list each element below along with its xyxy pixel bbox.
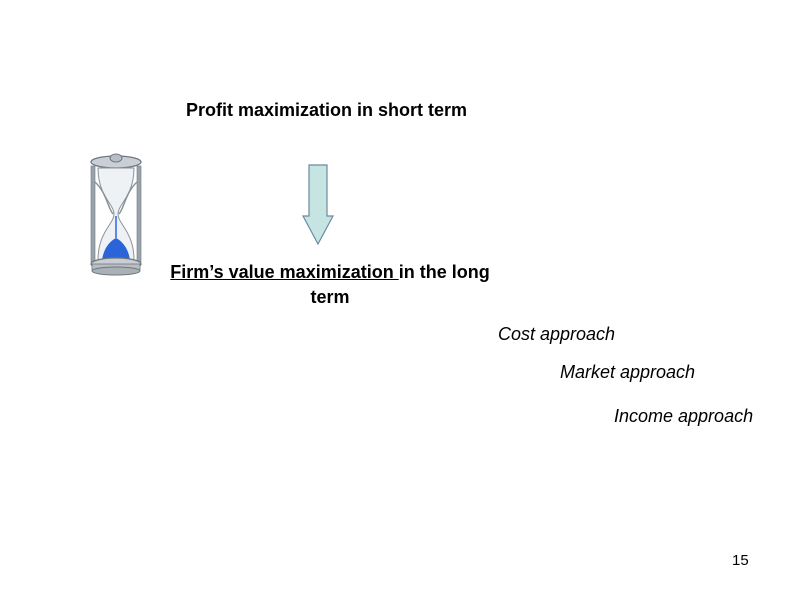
down-arrow-icon — [302, 164, 334, 246]
hourglass-icon — [90, 153, 142, 276]
cost-approach-text: Cost approach — [498, 324, 616, 344]
value-rest-text: in the long term — [310, 262, 490, 307]
page-number: 15 — [732, 552, 749, 569]
market-approach-text: Market approach — [560, 362, 696, 382]
income-approach-text: Income approach — [614, 406, 754, 426]
slide-title: Profit maximization in short term — [186, 100, 468, 120]
value-underlined-text: Firm’s value maximization — [170, 262, 399, 282]
value-maximization-text: Firm’s value maximization in the long te… — [160, 260, 500, 310]
